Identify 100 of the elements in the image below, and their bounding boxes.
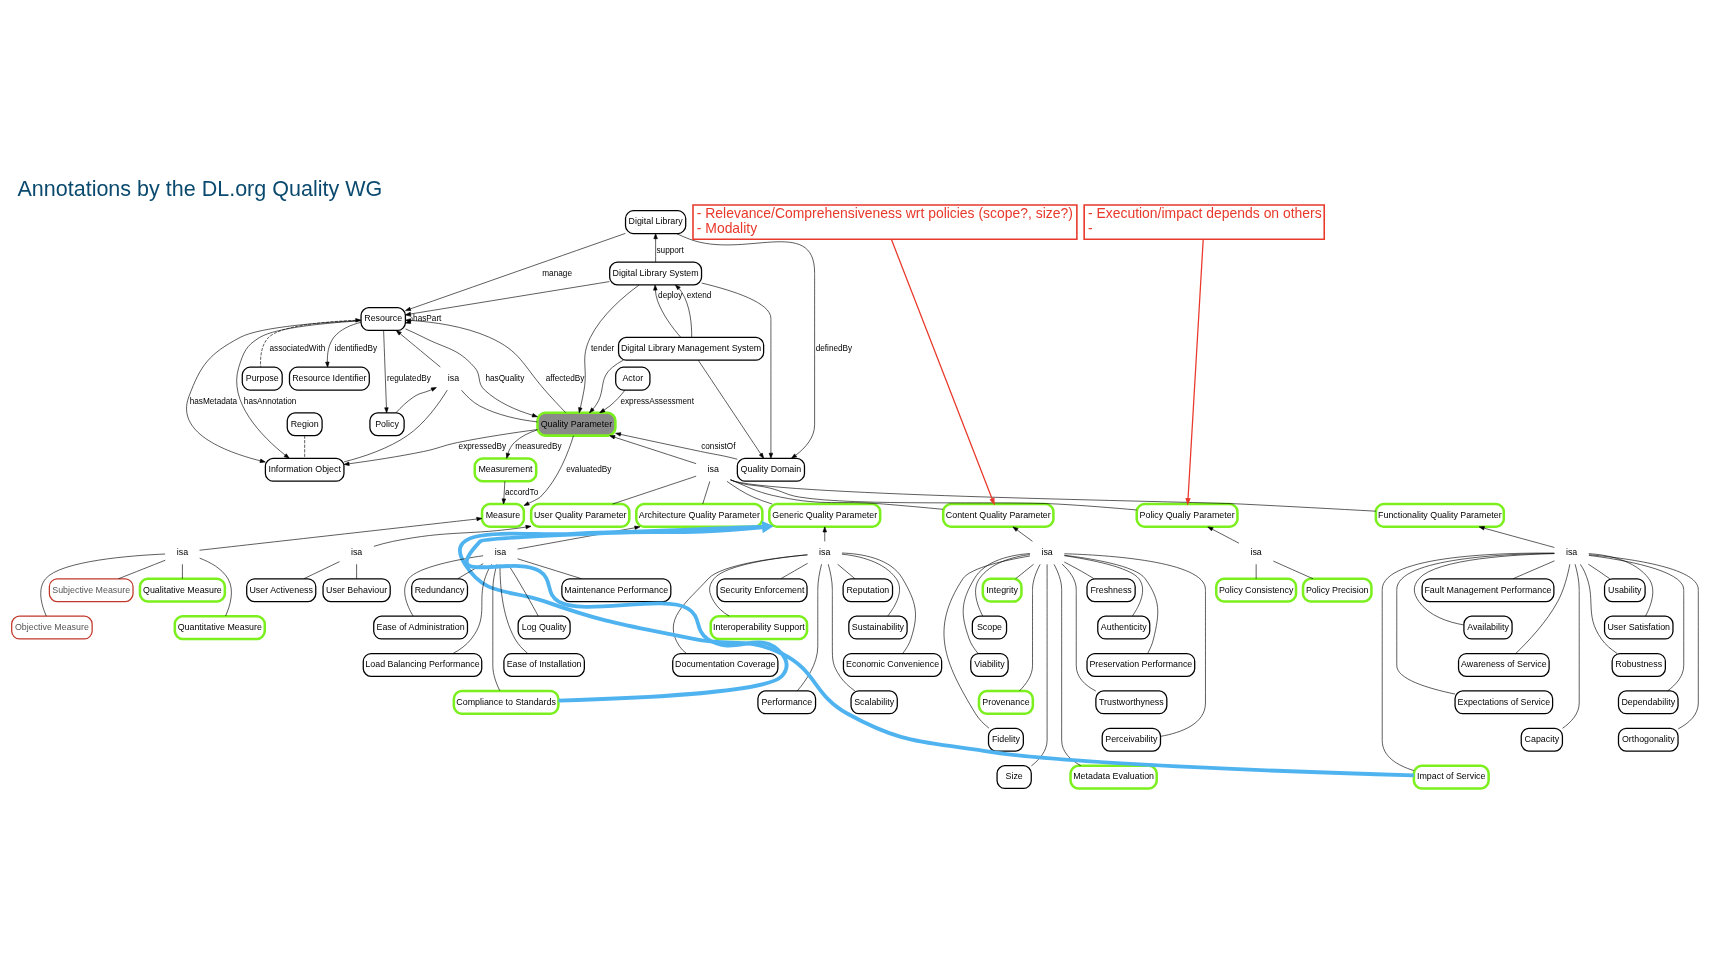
connector (1396, 552, 1555, 694)
node-box: Measurement (473, 456, 538, 482)
node-text: isa (1250, 546, 1262, 557)
node-box: Digital Library Management System (617, 336, 765, 361)
node-box: Freshness (1086, 577, 1136, 602)
connector (1064, 554, 1143, 616)
arrow (395, 386, 437, 413)
connector (730, 478, 1137, 510)
node-text: isa (1565, 546, 1578, 557)
node-box: Performance (757, 689, 817, 714)
connector (404, 554, 484, 616)
arrow (1207, 526, 1240, 543)
connector (1381, 552, 1555, 771)
connector (672, 553, 808, 654)
node-box: - Relevance/Comprehensiveness wrt policies (scope?, size?) - Modality (692, 203, 1078, 240)
connector (499, 563, 528, 654)
node-box: Qualitative Measure (138, 577, 227, 603)
arrow (609, 434, 697, 464)
arrow (701, 282, 773, 459)
arrow (599, 389, 626, 413)
node-text: isa (819, 546, 831, 557)
node-box: Expectations of Service (1454, 689, 1554, 714)
connector (837, 563, 856, 579)
node-box: Fidelity (987, 727, 1024, 752)
arrow (890, 238, 995, 506)
connector (730, 478, 944, 510)
connector (1588, 553, 1699, 729)
node-box: Objective Measure (11, 615, 93, 640)
node-box: Load Balancing Performance (362, 652, 483, 677)
node-box: User Behaviour (322, 577, 391, 602)
node-box: Measure (480, 502, 526, 528)
node-text: isa (494, 546, 507, 557)
node-box: Capacity (1520, 727, 1564, 752)
node-box: Digital Library System (609, 260, 703, 285)
node-box: Impact of Service (1412, 763, 1490, 790)
connector (975, 553, 1031, 616)
node-box: Content Quality Parameter (941, 502, 1055, 528)
connector (709, 554, 808, 616)
node-box: Orthogonality (1617, 727, 1679, 752)
connector (304, 435, 305, 459)
connector (1580, 563, 1618, 654)
arrow (405, 232, 626, 311)
arrow (1185, 238, 1204, 506)
arrow (395, 329, 441, 367)
node-box: Scope (971, 615, 1008, 640)
arrow (1012, 526, 1033, 542)
arrow (373, 524, 532, 547)
connector (1061, 563, 1097, 691)
node-box: Authenticity (1097, 615, 1151, 640)
connector (1414, 552, 1555, 625)
connector (343, 389, 448, 462)
arrow (506, 429, 538, 459)
node-box: Policy Consistency (1214, 577, 1298, 603)
connector (841, 552, 916, 654)
node-box: Scalability (850, 689, 898, 714)
node-box: Fault Management Performance (1421, 577, 1555, 602)
arrow (325, 321, 362, 367)
node-box: Ease of Administration (373, 615, 469, 640)
node-box: Provenance (977, 689, 1035, 715)
node-text: isa (1041, 546, 1053, 557)
connector (962, 552, 1031, 654)
connector (452, 563, 492, 654)
connector (841, 553, 900, 616)
node-box: Purpose (241, 366, 283, 391)
node-text: isa (176, 546, 189, 557)
connector (303, 560, 340, 579)
node-text: isa (707, 463, 719, 474)
node-box: Dependability (1617, 689, 1679, 714)
node-box: Information Object (264, 457, 345, 482)
arrow (676, 232, 815, 459)
node-box: Compliance to Standards (452, 689, 560, 715)
node-box: Security Enforcement (716, 577, 808, 602)
node-box: Subjective Measure (48, 577, 134, 602)
connector (1588, 552, 1654, 616)
node-box: Viability (970, 652, 1009, 677)
node-box: Quantitative Measure (173, 614, 267, 640)
node-box: Preservation Performance (1086, 652, 1196, 677)
connector (796, 563, 822, 691)
arrow (465, 520, 788, 702)
node-box: Sustainability (848, 615, 908, 640)
node-box: Trustworthyness (1095, 689, 1168, 714)
arrow (653, 232, 658, 262)
arrow (343, 428, 538, 466)
connector (1588, 554, 1685, 691)
arrow (578, 284, 640, 413)
node-box: User Quality Parameter (529, 502, 631, 528)
node-text: isa (350, 546, 363, 557)
connector (517, 557, 582, 579)
arrow (383, 329, 389, 413)
node-box: Economic Convenience (842, 652, 943, 677)
arrow (822, 526, 827, 542)
arrow (698, 359, 764, 459)
arrow (405, 328, 538, 417)
node-text: isa (447, 372, 460, 383)
node-box: Policy Qualiy Parameter (1135, 502, 1239, 528)
node-box: Generic Quality Parameter (768, 502, 882, 528)
node-box: Redundancy (411, 577, 469, 602)
connector (1588, 563, 1611, 579)
diagram-title: Annotations by the DL.org Quality WG (17, 176, 383, 201)
node-box: Policy Precision (1301, 577, 1373, 603)
